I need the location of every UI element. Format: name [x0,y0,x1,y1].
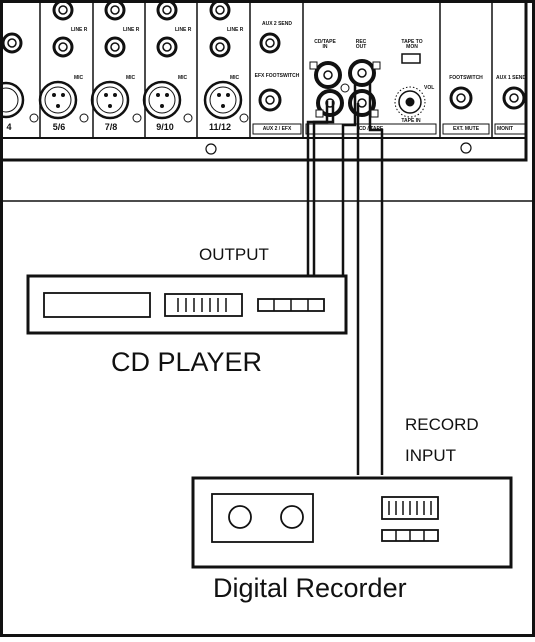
digital-recorder-device [191,476,513,569]
efx-footswitch-label: EFX FOOTSWITCH [254,73,300,79]
mic-label: MIC [74,75,84,81]
input-label: INPUT [405,446,456,465]
aux2-send-label: AUX 2 SEND [261,21,292,27]
cd-player-label: CD PLAYER [111,347,263,377]
cd-tape-label: CD / TAPE [358,126,384,132]
top-jacks [1,0,526,112]
cd-tape-in-label: CD/TAPE IN [314,39,336,50]
ext-mute-label: EXT. MUTE [452,126,480,132]
digital-recorder-label: Digital Recorder [213,573,407,603]
line-label: LINE R [175,27,192,33]
channel-number: 9/10 [156,122,174,132]
channel-number: 5/6 [52,122,66,132]
aux1-send-label: AUX 1 SEND [496,75,527,81]
tape-in-label: TAPE IN [401,118,421,124]
mic-label: MIC [178,75,188,81]
cables [306,82,384,475]
aux2-efx-label: AUX 2 / EFX [262,126,292,132]
line-label: LINE R [123,27,140,33]
channel-number: 7/8 [104,122,118,132]
mixer-rear-panel [0,0,535,202]
line-label: LINE R [71,27,88,33]
channel-number: 4 [6,122,12,132]
channel-number: 11/12 [208,122,232,132]
record-label: RECORD [405,415,479,434]
xlr-connectors [0,80,472,155]
footswitch-label: FOOTSWITCH [449,75,483,81]
rec-out-label: REC OUT [355,39,367,50]
line-label: LINE R [227,27,244,33]
mic-label: MIC [230,75,240,81]
tape-to-mon-label: TAPE TO MON [401,39,423,50]
output-label: OUTPUT [199,245,269,264]
vol-label: VOL [424,85,435,91]
mic-label: MIC [126,75,136,81]
tape-controls [394,53,426,118]
cd-player-device [26,274,348,335]
monitor-label: MONIT [497,126,514,132]
